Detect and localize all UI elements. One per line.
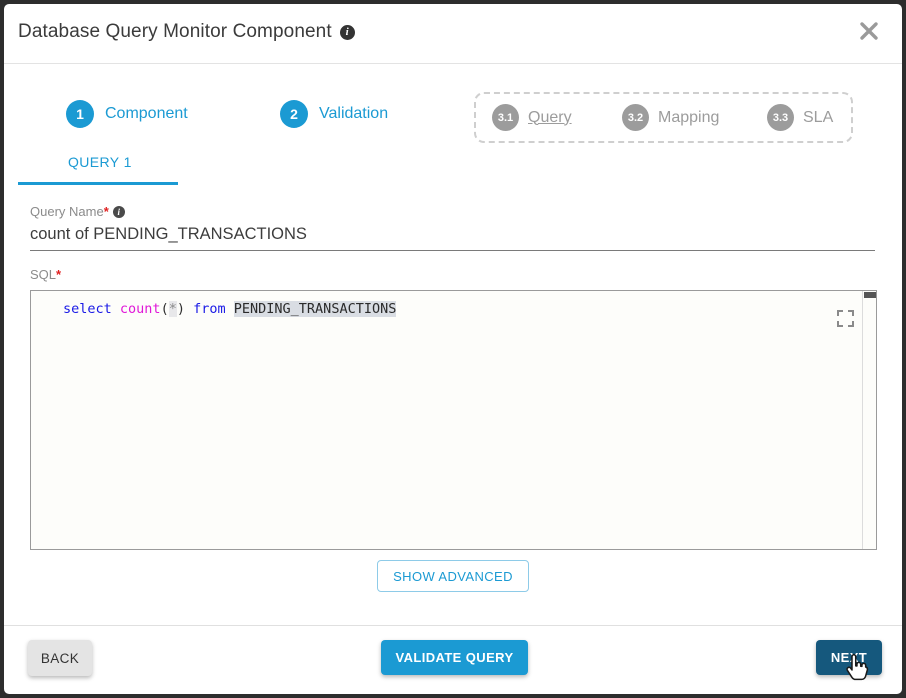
step-validation-number: 2: [280, 100, 308, 128]
sql-label: SQL*: [30, 267, 61, 282]
validate-query-button[interactable]: VALIDATE QUERY: [381, 640, 528, 675]
substep-query[interactable]: 3.1 Query: [492, 104, 572, 131]
show-advanced-button[interactable]: SHOW ADVANCED: [377, 560, 529, 592]
query-name-info-icon[interactable]: i: [112, 206, 125, 218]
query-name-label-text: Query Name: [30, 204, 104, 219]
step-component[interactable]: 1 Component: [66, 100, 188, 128]
sql-code-line[interactable]: select count(*) from PENDING_TRANSACTION…: [63, 301, 397, 317]
wizard-stepper: 1 Component 2 Validation 3.1 Query 3.2 M…: [4, 87, 902, 143]
tab-query-1[interactable]: QUERY 1: [68, 154, 132, 170]
database-query-monitor-dialog: Database Query Monitor Component i 1 Comp…: [4, 4, 902, 694]
step-validation[interactable]: 2 Validation: [280, 100, 388, 128]
substep-sla[interactable]: 3.3 SLA: [767, 104, 833, 131]
dialog-title: Database Query Monitor Component i: [18, 21, 355, 43]
dialog-header: Database Query Monitor Component i: [4, 4, 902, 64]
close-icon[interactable]: [858, 20, 880, 42]
step-validation-label: Validation: [319, 105, 389, 122]
tab-query-1-underline: [18, 182, 178, 185]
substep-query-label[interactable]: Query: [528, 108, 572, 126]
query-name-label: Query Name*i: [30, 204, 125, 219]
sql-code-editor[interactable]: select count(*) from PENDING_TRANSACTION…: [30, 290, 877, 550]
sql-label-text: SQL: [30, 267, 57, 282]
substep-sla-label: SLA: [803, 108, 834, 126]
back-button[interactable]: BACK: [28, 640, 92, 676]
footer-divider: [4, 625, 902, 626]
step-component-label: Component: [105, 105, 188, 122]
substep-mapping-number: 3.2: [622, 104, 649, 131]
substep-mapping[interactable]: 3.2 Mapping: [622, 104, 719, 131]
editor-scrollbar[interactable]: [862, 291, 876, 549]
query-name-input[interactable]: [30, 225, 875, 251]
substep-query-number: 3.1: [492, 104, 519, 131]
sql-required-marker: *: [56, 267, 62, 282]
dialog-title-text: Database Query Monitor Component: [18, 21, 332, 42]
query-name-required-marker: *: [103, 204, 109, 219]
next-button[interactable]: NEXT: [816, 640, 882, 675]
info-icon[interactable]: i: [339, 25, 355, 40]
step-component-number: 1: [66, 100, 94, 128]
fullscreen-expand-icon[interactable]: [837, 310, 854, 327]
editor-scrollbar-thumb[interactable]: [864, 292, 876, 298]
substep-mapping-label: Mapping: [658, 108, 720, 126]
substep-sla-number: 3.3: [767, 104, 794, 131]
substeps-group: 3.1 Query 3.2 Mapping 3.3 SLA: [474, 92, 853, 143]
